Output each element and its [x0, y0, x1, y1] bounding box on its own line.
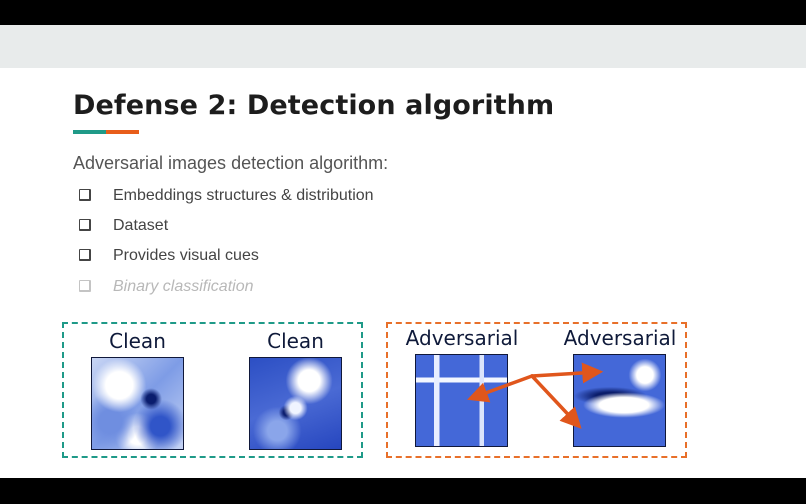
bullet-item: Embeddings structures & distribution [79, 187, 374, 205]
clean-embedding-image-2 [249, 357, 342, 450]
checkbox-square-icon [79, 248, 91, 261]
bullet-item: Dataset [79, 217, 168, 235]
adversarial-caption-1: Adversarial [405, 326, 519, 350]
adversarial-embedding-image-2 [573, 354, 666, 447]
clean-images-panel [62, 322, 363, 458]
adversarial-images-panel [386, 322, 687, 458]
clean-caption-2: Clean [267, 329, 324, 353]
bullet-label: Provides visual cues [113, 247, 259, 264]
bullet-item: Provides visual cues [79, 247, 259, 265]
checkbox-square-icon [79, 188, 91, 201]
adversarial-caption-2: Adversarial [563, 326, 677, 350]
slide-title: Defense 2: Detection algorithm [73, 90, 555, 121]
checkbox-square-icon [79, 279, 91, 292]
bullet-label: Binary classification [113, 278, 254, 295]
checkbox-square-icon [79, 218, 91, 231]
adversarial-embedding-image-1 [415, 354, 508, 447]
bottom-letterbox-bar [0, 478, 806, 504]
title-underline-orange [106, 130, 139, 134]
intro-text: Adversarial images detection algorithm: [73, 153, 389, 173]
slide-header-band [0, 25, 806, 68]
title-underline-teal [73, 130, 106, 134]
clean-caption-1: Clean [109, 329, 166, 353]
top-letterbox-bar [0, 0, 806, 25]
bullet-label: Embeddings structures & distribution [113, 187, 374, 204]
bullet-label: Dataset [113, 217, 169, 234]
clean-embedding-image-1 [91, 357, 184, 450]
bullet-item-faded: Binary classification [79, 278, 254, 296]
